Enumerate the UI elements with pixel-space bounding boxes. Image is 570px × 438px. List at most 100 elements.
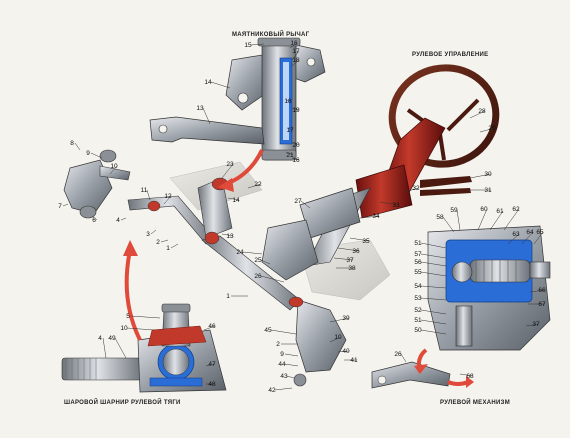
steering-column-assembly: [261, 64, 500, 281]
leader-line: [285, 151, 294, 156]
callout-number: 38: [348, 265, 356, 272]
callout-number: 39: [342, 315, 350, 322]
leader-line: [270, 329, 297, 335]
callout-number: 14: [204, 79, 212, 86]
leader-line: [170, 243, 179, 249]
leader-line: [456, 209, 461, 231]
bipod-shaft: [455, 305, 473, 347]
steering-gear-detail: [371, 225, 551, 389]
input-shaft-end: [529, 261, 551, 279]
column-stalk-upper: [420, 176, 472, 188]
callout-number: 33: [392, 202, 400, 209]
callout-number: 36: [352, 248, 360, 255]
callout-number: 2: [276, 341, 280, 348]
callout-number: 67: [538, 301, 546, 308]
leader-line: [420, 297, 447, 301]
thread-lines: [65, 358, 97, 380]
pointer-arrow-ball-joint: [124, 249, 142, 341]
callout-number: 1: [226, 293, 230, 300]
leader-line: [420, 261, 447, 267]
bracket-hole: [237, 92, 249, 104]
leader-line: [160, 239, 169, 243]
callout-number: 40: [342, 348, 350, 355]
pendulum-axle: [283, 62, 289, 140]
leader-line: [337, 350, 350, 353]
callout-number: 7: [58, 203, 62, 210]
tie-rod-boot-center: [204, 231, 220, 245]
rotation-arrow-right: [447, 380, 469, 386]
callout-number: 29: [488, 125, 496, 132]
leader-line: [379, 201, 400, 206]
leader-line: [109, 165, 118, 175]
callout-number: 41: [350, 357, 358, 364]
callout-number: 66: [538, 287, 546, 294]
callout-number: 4: [116, 217, 120, 224]
leader-line: [420, 319, 447, 325]
callout-number: 64: [526, 229, 534, 236]
leader-line: [291, 141, 300, 146]
callout-number: 1: [166, 245, 170, 252]
callout-number: 23: [226, 161, 234, 168]
callout-number: 53: [414, 295, 422, 302]
leader-line: [227, 197, 240, 201]
callout-number: 16: [292, 157, 300, 164]
ball-joint-spring: [149, 377, 203, 387]
leader-line: [291, 59, 300, 67]
steering-wheel-rim: [388, 64, 500, 168]
callout-number: 43: [280, 373, 288, 380]
leader-line: [507, 233, 520, 245]
leader-lines: [62, 42, 546, 391]
callout-number: 34: [372, 213, 380, 220]
steering-gearbox: [261, 219, 319, 281]
pitman-arm-hole: [377, 375, 387, 385]
callout-number: 11: [141, 187, 148, 194]
callout-number: 25: [254, 257, 262, 264]
bracket-hole-2: [306, 57, 316, 67]
leader-line: [130, 315, 161, 319]
callout-number: 26: [254, 273, 262, 280]
leader-line: [150, 229, 157, 235]
left-steering-arm: [99, 165, 131, 181]
leader-line: [274, 387, 293, 391]
leader-line: [284, 363, 299, 367]
pendulum-arm-hole: [158, 124, 168, 134]
worm-threads: [475, 260, 517, 282]
tie-rod-thread: [61, 357, 143, 381]
leader-line: [250, 43, 265, 46]
right-steering-knuckle: [295, 299, 347, 373]
rotation-arrowhead-right: [466, 376, 474, 388]
pendulum-nut-top: [257, 37, 301, 47]
rotation-arrowhead-left: [414, 364, 428, 374]
column-stalk-lower: [420, 188, 471, 196]
callout-number: 5: [126, 313, 130, 320]
leader-line: [74, 142, 81, 151]
leader-line: [287, 127, 294, 131]
leader-line: [91, 215, 98, 221]
callout-number: 47: [208, 361, 216, 368]
callout-number: 49: [108, 335, 116, 342]
callout-number: 10: [334, 334, 342, 341]
callout-number: 21: [286, 152, 294, 159]
leader-line: [289, 42, 298, 49]
leader-line: [260, 275, 285, 283]
callout-number: 13: [196, 105, 204, 112]
callout-number: 6: [92, 217, 96, 224]
leader-line: [521, 231, 534, 245]
leader-line: [221, 163, 234, 179]
callout-number: 20: [292, 142, 300, 149]
callout-number: 51: [414, 240, 422, 247]
caption-steering-control: РУЛЕВОЕ УПРАВЛЕНИЕ: [412, 52, 489, 58]
callout-number: 61: [496, 208, 504, 215]
leader-line: [221, 233, 234, 237]
pendulum-arm: [149, 116, 265, 145]
callout-number: 55: [414, 269, 422, 276]
pointer-arrowhead-pendulum: [218, 178, 234, 192]
leader-line: [247, 183, 262, 189]
leader-line: [163, 195, 172, 205]
leader-line: [420, 271, 447, 277]
callout-number: 28: [478, 108, 486, 115]
callout-number: 30: [484, 171, 492, 178]
callout-number: 27: [294, 198, 302, 205]
leader-line: [146, 189, 151, 201]
